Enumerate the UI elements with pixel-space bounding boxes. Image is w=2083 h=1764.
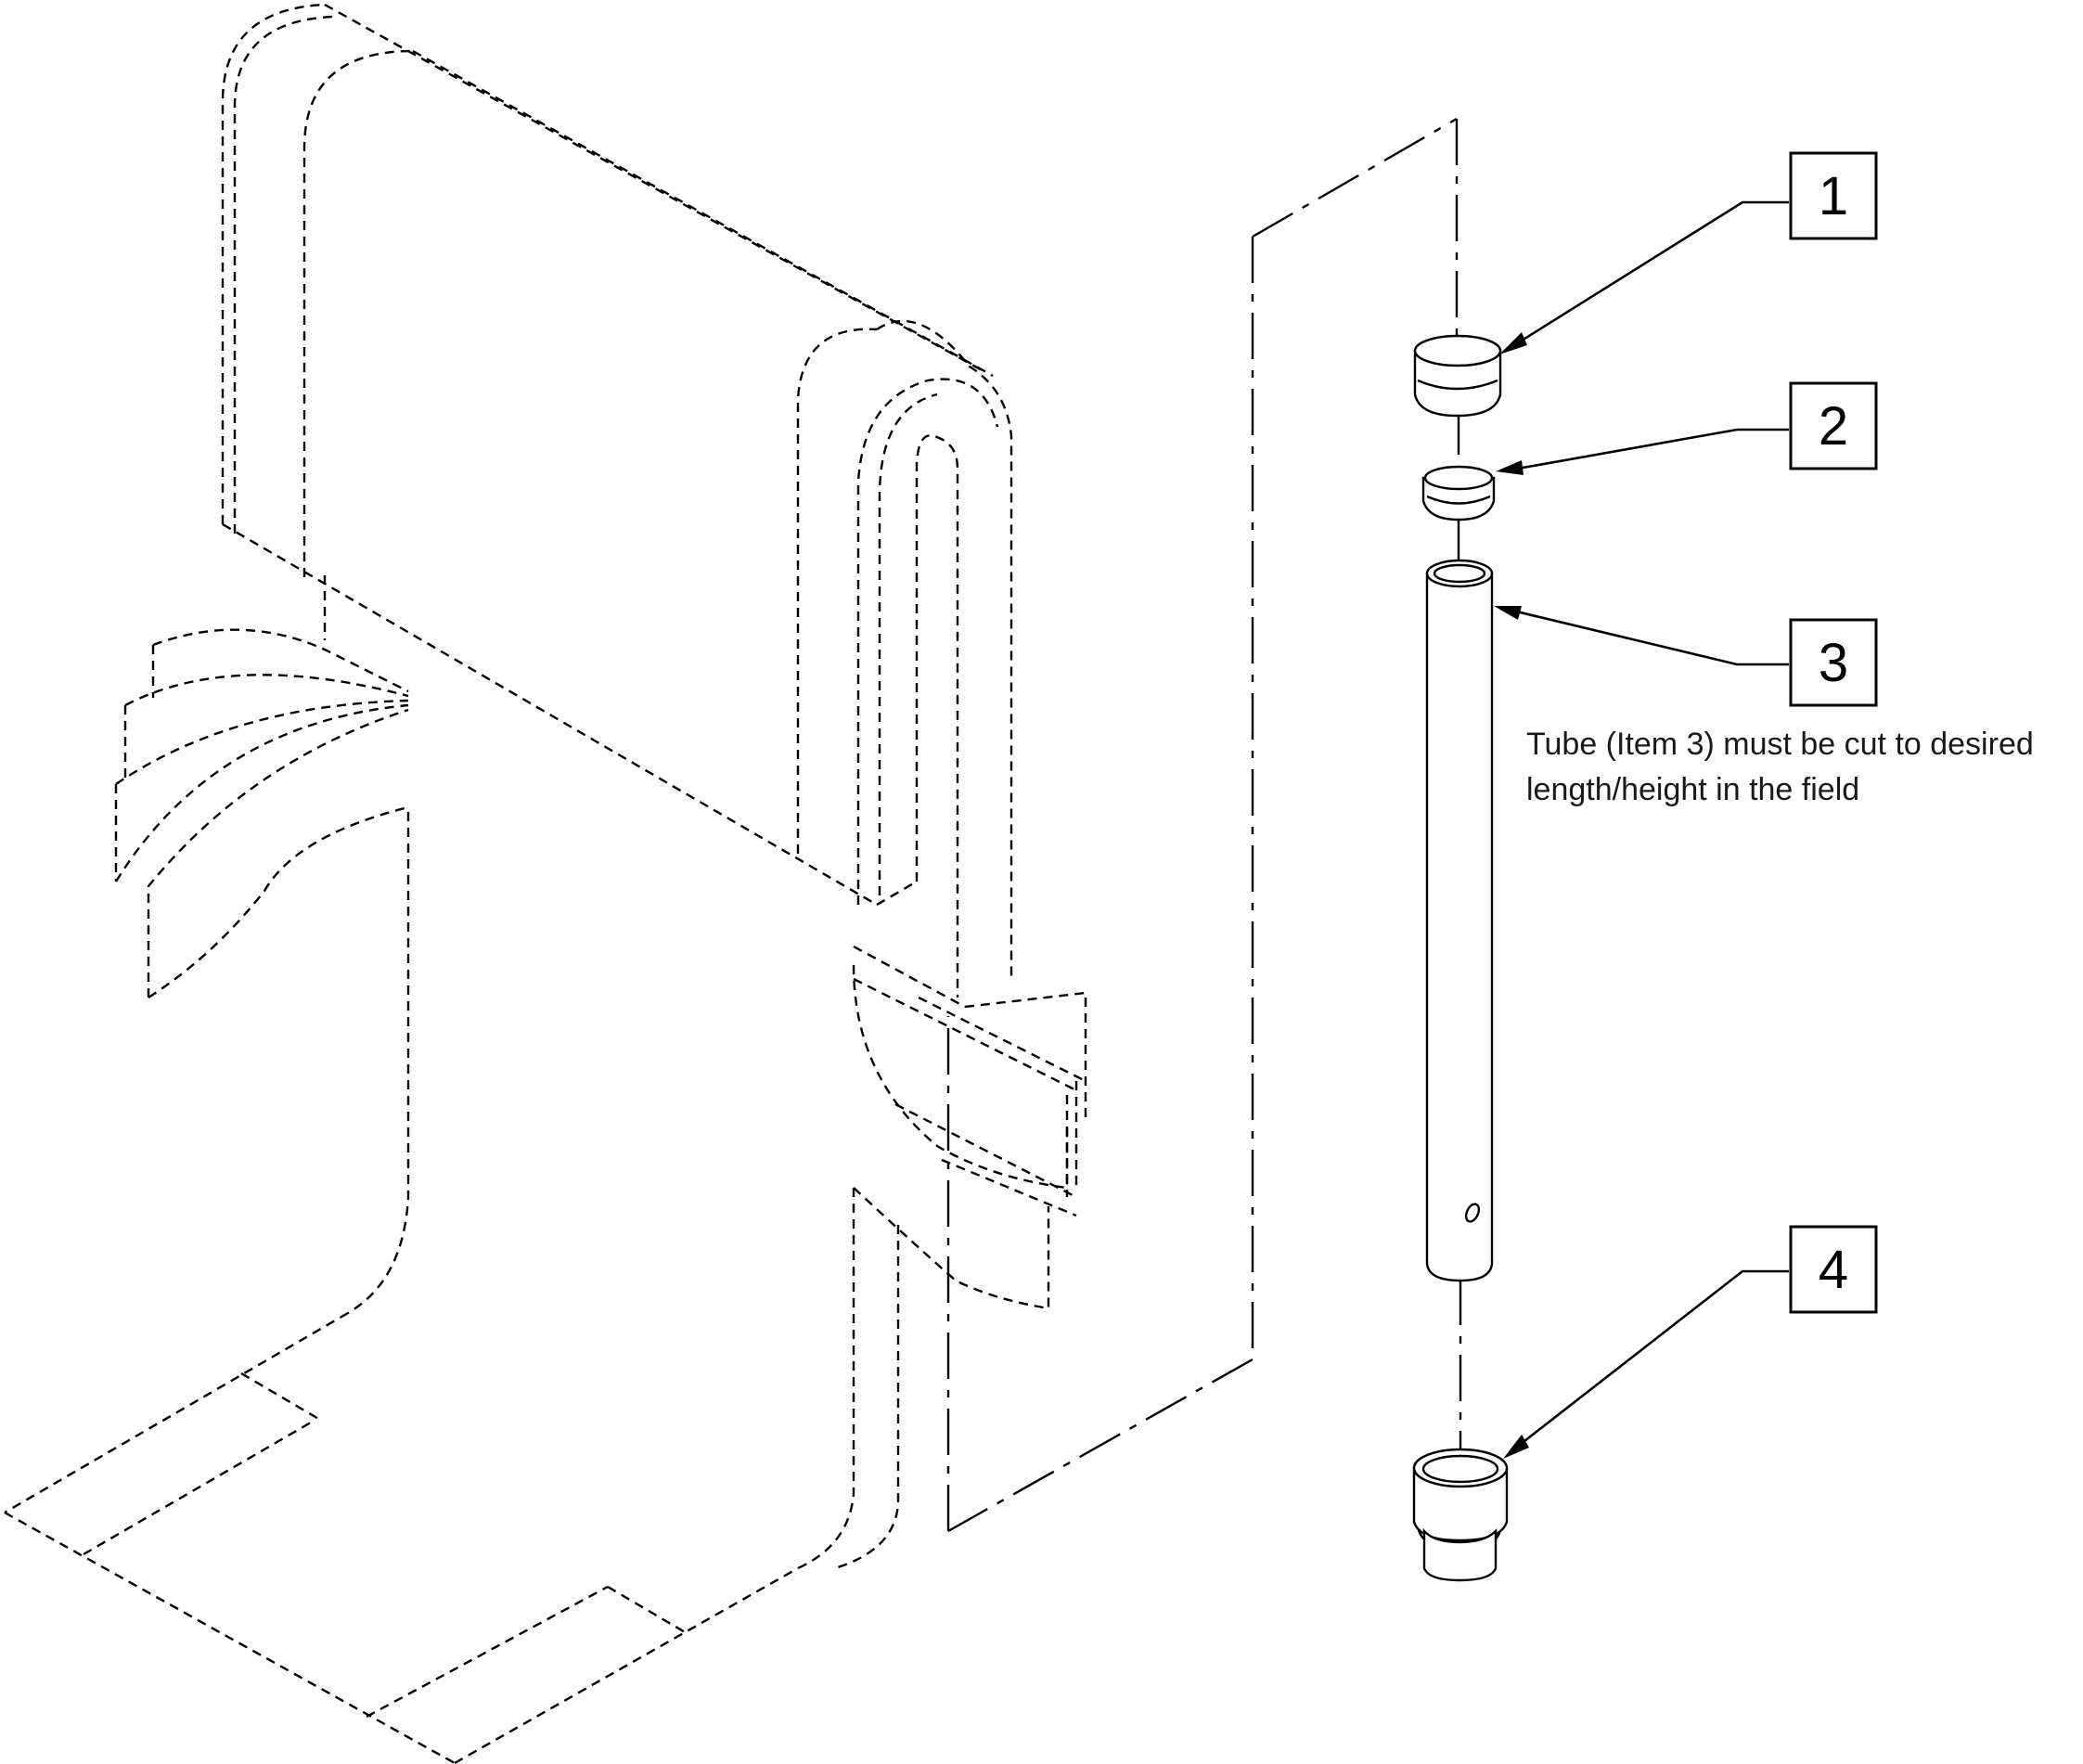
part-plug-insert — [1421, 465, 1496, 521]
callout-2-number: 2 — [1819, 396, 1848, 457]
part-tube — [1425, 559, 1494, 1282]
callout-3: 3 — [1789, 618, 1878, 707]
note-line-1: Tube (Item 3) must be cut to desired — [1526, 727, 2034, 762]
callout-1-number: 1 — [1819, 166, 1848, 226]
installation-note: Tube (Item 3) must be cut to desired len… — [1526, 727, 2034, 807]
note-line-2: length/height in the field — [1526, 772, 1859, 807]
callout-4: 4 — [1789, 1225, 1878, 1314]
chair-ghost-outline — [4, 3, 1087, 1764]
leader-lines — [1494, 200, 1789, 1459]
phantom-reference-plane — [946, 117, 1462, 1533]
part-top-cap — [1413, 334, 1502, 418]
callout-2: 2 — [1789, 381, 1878, 470]
part-bottom-cap — [1412, 1448, 1509, 1582]
callout-3-number: 3 — [1819, 633, 1848, 693]
callout-4-number: 4 — [1819, 1240, 1848, 1300]
callout-1: 1 — [1789, 151, 1878, 240]
